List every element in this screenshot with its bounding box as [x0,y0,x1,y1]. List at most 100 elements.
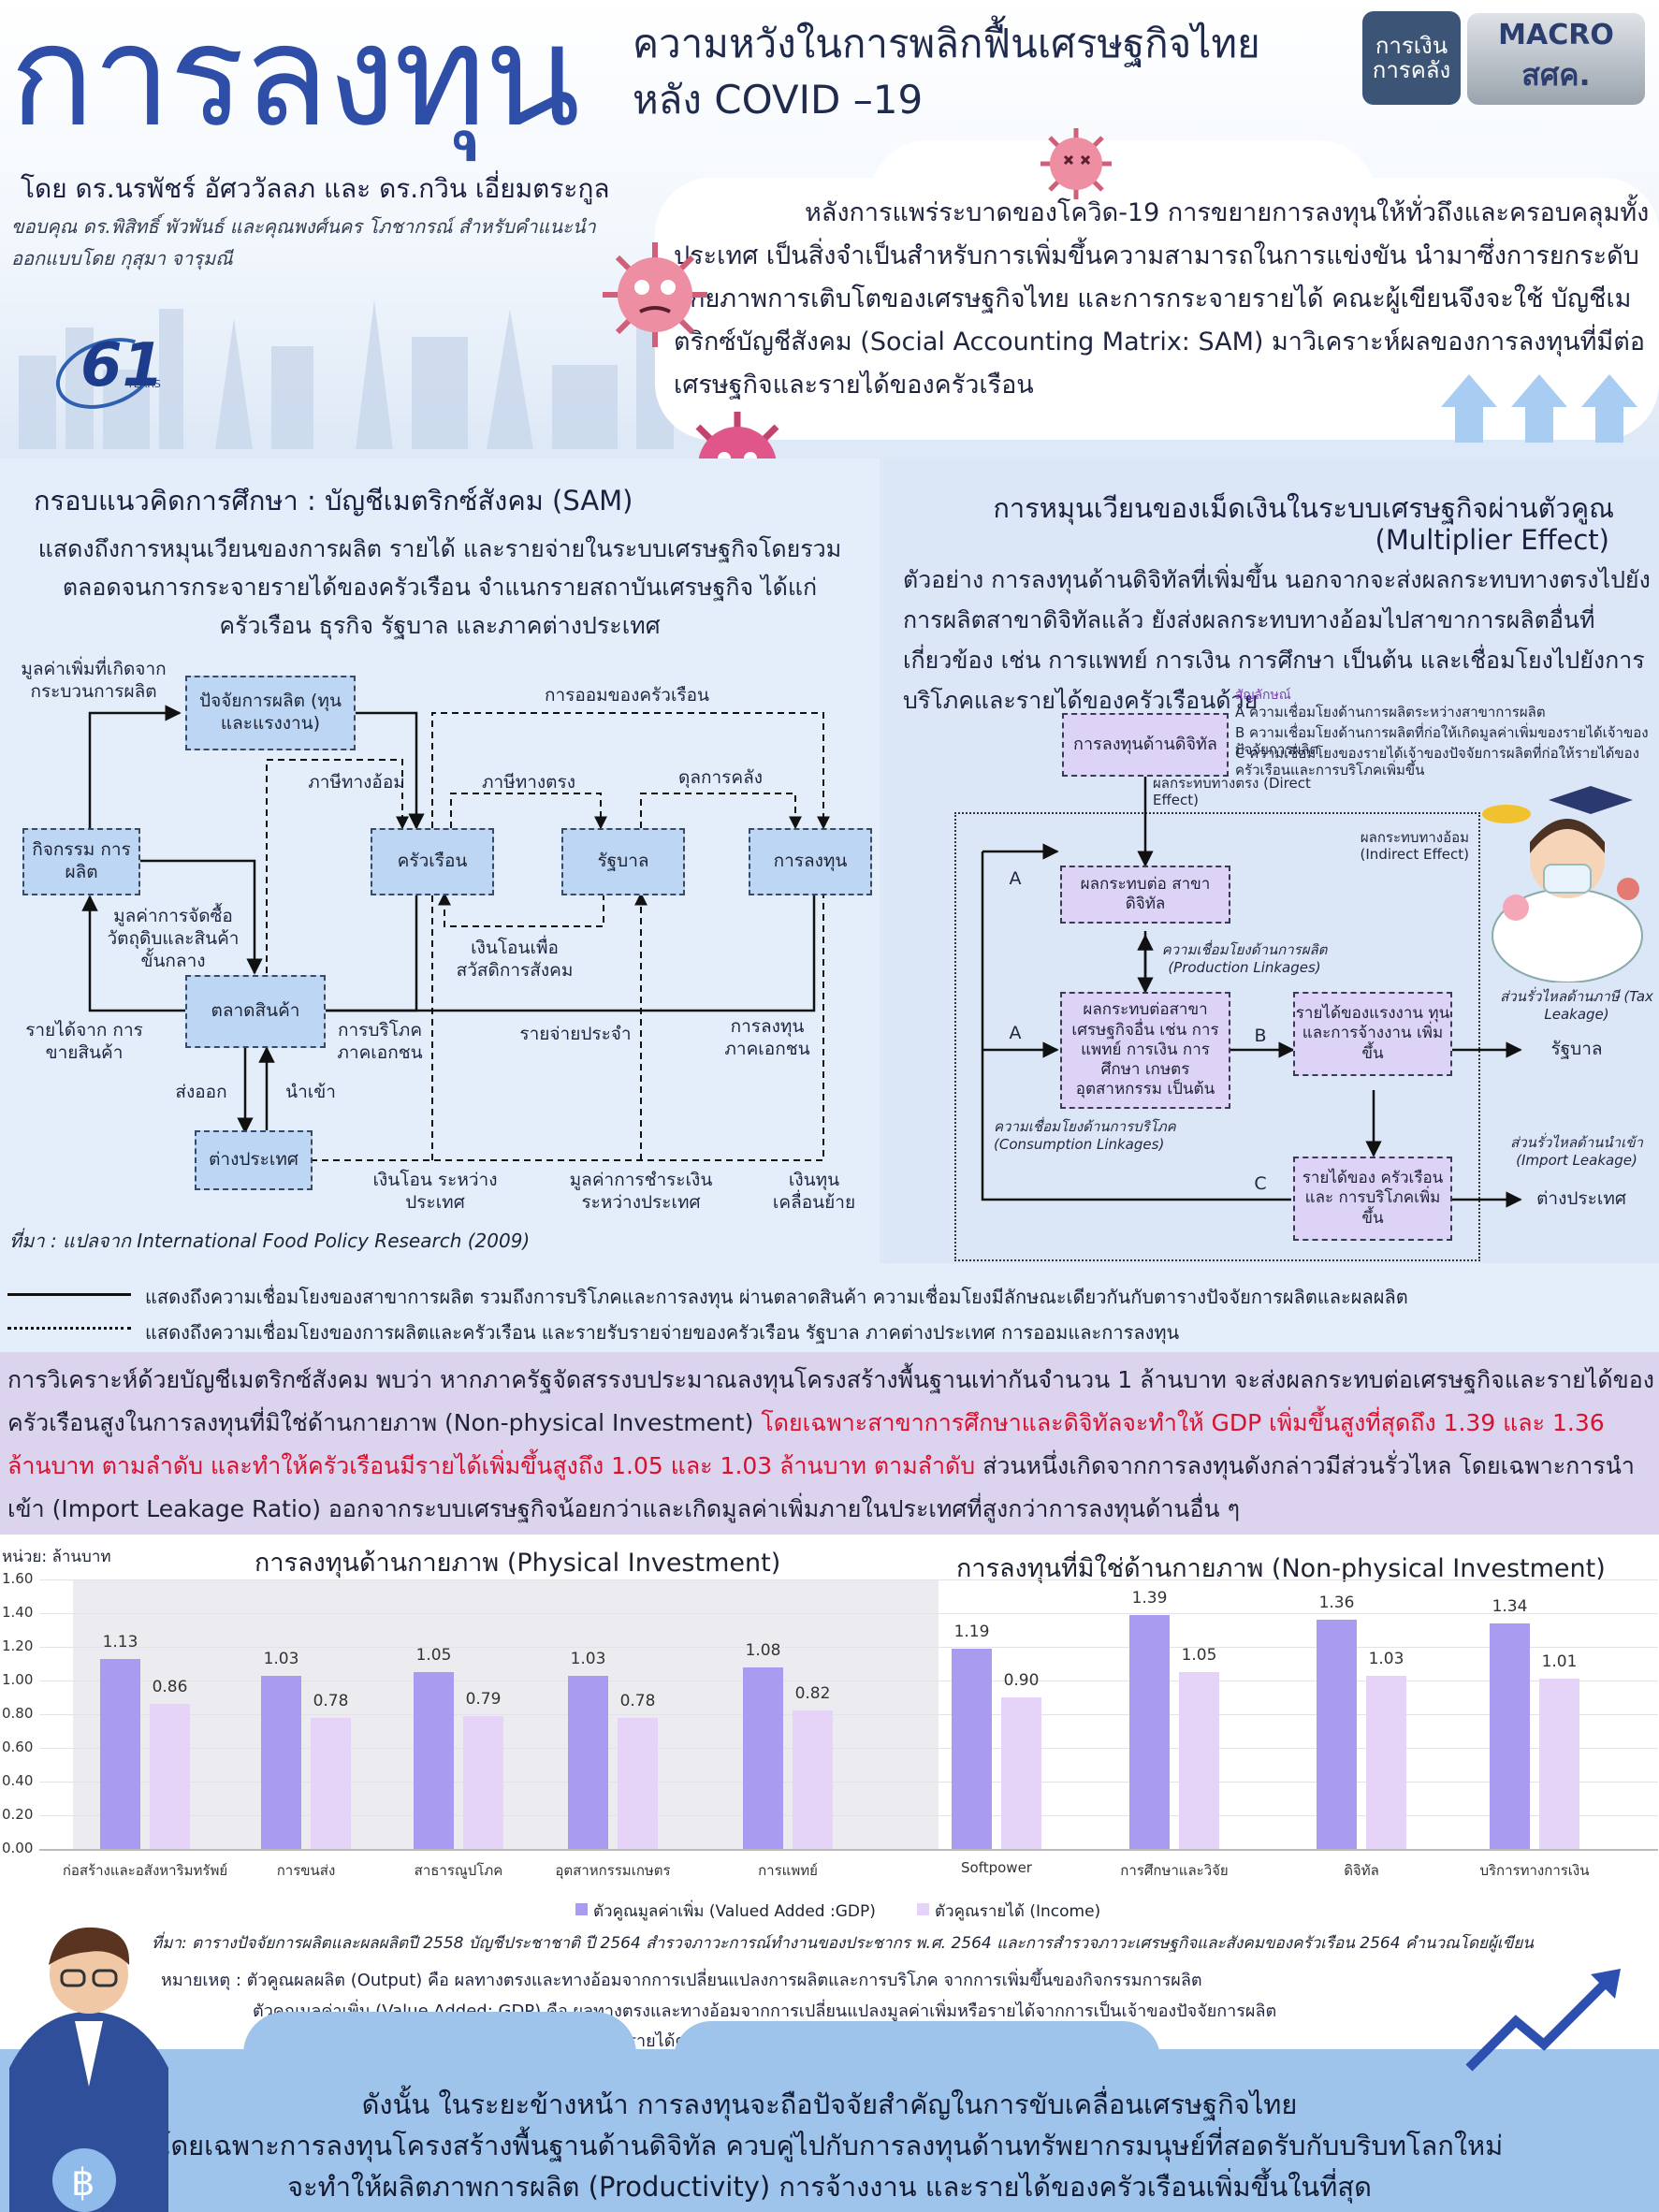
chart-title-physical: การลงทุนด้านกายภาพ (Physical Investment) [255,1549,781,1578]
mark-a-1: A [1009,868,1022,889]
conclusion-cloud-2 [674,2021,1160,2096]
designer-credit: ออกแบบโดย กุสุมา จารุมณี [11,247,233,269]
label-intermediate: มูลค่าการจัดซื้อ วัตถุดิบและสินค้า ขั้นก… [107,906,240,971]
conclusion-line-1: ดังนั้น ในระยะข้างหน้า การลงทุนจะถือปัจจ… [361,2088,1298,2120]
findings-band [0,1352,1659,1535]
legend-c: C ความเชื่อมโยงของรายได้เจ้าของปัจจัยการ… [1235,745,1639,779]
label-tax-leakage: ส่วนรั่วไหลด้านภาษี (Tax Leakage) [1500,988,1653,1023]
multiplier-title-2: (Multiplier Effect) [1375,524,1609,556]
mark-b: B [1254,1026,1267,1046]
legend-gdp: ตัวคูณมูลค่าเพิ่ม (Valued Added :GDP) [593,1902,876,1921]
macro-logo-top: MACRO [1498,19,1614,51]
conclusion-line-2: โดยเฉพาะการลงทุนโครงสร้างพื้นฐานด้านดิจิ… [155,2130,1504,2161]
sam-title: กรอบแนวคิดการศึกษา : บัญชีเมตริกซ์สังคม … [34,485,633,517]
label-direct-effect: ผลกระทบทางตรง (Direct Effect) [1153,775,1311,808]
legend-a: A ความเชื่อมโยงด้านการผลิตระหว่างสาขาการ… [1235,704,1546,720]
label-private-investment: การลงทุน ภาคเอกชน [724,1016,810,1059]
label-sales-income: รายได้จาก การขายสินค้า [25,1020,143,1063]
intro-cloud-top [870,140,1375,253]
label-current-expenditure: รายจ่ายประจำ [519,1024,632,1044]
solid-line-sample [7,1293,131,1296]
virus-small-icon [1041,128,1112,199]
legend-b: B ความเชื่อมโยงด้านการผลิตที่ก่อให้เกิดม… [1235,724,1649,758]
label-foreign: ต่างประเทศ [1536,1188,1626,1209]
conclusion-cloud-1 [243,2012,636,2096]
intro-text: หลังการแพร่ระบาดของโควิด-19 การขยายการลง… [674,198,1650,400]
label-capital-flow: เงินทุน เคลื่อนย้าย [772,1170,856,1213]
findings-highlight: โดยเฉพาะสาขาการศึกษาและดิจิทัลจะทำให้ GD… [7,1409,1605,1479]
virus-icon [603,242,707,347]
finance-logo: การเงิน การคลัง [1362,11,1461,105]
macro-logo: MACRO สศค. [1467,13,1645,105]
acknowledgement: ขอบคุณ ดร.พิสิทธิ์ พัวพันธ์ และคุณพงศ์นค… [11,215,596,238]
authors-byline: โดย ดร.นรพัชร์ อัศววัลลภ และ ดร.กวิน เอี… [21,173,610,204]
label-value-added: มูลค่าเพิ่มที่เกิดจาก กระบวนการผลิต [21,659,167,702]
label-production-linkages: ความเชื่อมโยงด้านการผลิต (Production Lin… [1161,941,1328,976]
sam-desc-1: แสดงถึงการหมุนเวียนของการผลิต รายได้ และ… [37,535,842,562]
growth-arrow-icon [1465,1969,1621,2072]
subtitle-line-1: ความหวังในการพลิกฟื้นเศรษฐกิจไทย [633,21,1260,66]
conclusion-line-3: จะทำให้ผลิตภาพการผลิต (Productivity) การ… [287,2171,1372,2203]
svg-text:฿: ฿ [71,2161,95,2205]
label-import-leakage: ส่วนรั่วไหลด้านนำเข้า (Import Leakage) [1510,1134,1643,1169]
label-consumption-linkages: ความเชื่อมโยงด้านการบริโภค (Consumption … [994,1118,1176,1153]
box-digital-sector: ผลกระทบต่อ สาขาดิจิทัล [1060,866,1230,924]
note-output: หมายเหตุ : ตัวคูณผลผลิต (Output) คือ ผลท… [161,1971,1202,1990]
box-labor-income: รายได้ของแรงงาน ทุน และการจ้างงาน เพิ่มข… [1293,992,1452,1076]
box-household-income: รายได้ของ ครัวเรือนและ การบริโภคเพิ่มขึ้… [1293,1157,1452,1241]
anniversary-number: 61 [80,331,165,400]
label-fiscal-balance: ดุลการคลัง [678,767,763,788]
anniversary-word: YEARS [127,378,161,390]
line-legend-band [0,1263,1659,1352]
legend-income: ตัวคูณรายได้ (Income) [935,1902,1101,1921]
businessman-illustration: ฿ [9,1927,168,2212]
label-direct-tax: ภาษีทางตรง [481,772,575,793]
solid-line-legend: แสดงถึงความเชื่อมโยงของสาขาการผลิต รวมถึ… [145,1286,1408,1308]
findings-text: การวิเคราะห์ด้วยบัญชีเมตริกซ์สังคม พบว่า… [7,1359,1654,1531]
sam-box-government: รัฐบาล [561,828,685,895]
sam-box-market: ตลาดสินค้า [185,975,326,1048]
sam-desc-3: ครัวเรือน ธุรกิจ รัฐบาล และภาคต่างประเทศ [219,612,661,639]
box-other-sectors: ผลกระทบต่อสาขา เศรษฐกิจอื่น เช่น การแพทย… [1060,992,1230,1109]
macro-logo-bottom: สศค. [1521,57,1591,93]
main-title: การลงทุน [9,0,580,158]
mark-a-2: A [1009,1023,1022,1043]
multiplier-title-1: การหมุนเวียนของเม็ดเงินในระบบเศรษฐกิจผ่า… [993,492,1614,524]
dotted-line-legend: แสดงถึงความเชื่อมโยงของการผลิตและครัวเรื… [145,1321,1180,1344]
anniversary-logo: 61 YEARS [46,325,167,422]
label-intl-transfer: เงินโอน ระหว่างประเทศ [372,1170,498,1213]
label-export: ส่งออก [175,1082,227,1102]
label-indirect-effect: ผลกระทบทางอ้อม (Indirect Effect) [1360,829,1469,863]
label-private-consumption: การบริโภค ภาคเอกชน [337,1020,423,1063]
label-welfare: เงินโอนเพื่อ สวัสดิการสังคม [456,938,574,981]
chart-title-nonphysical: การลงทุนที่มิใช่ด้านกายภาพ (Non-physical… [956,1554,1606,1583]
multiplier-flow-diagram [981,777,1522,1208]
chart-unit-label: หน่วย: ล้านบาท [2,1548,111,1566]
doctor-illustration [1482,786,1643,982]
subtitle-line-2: หลัง COVID –19 [633,77,924,123]
legend-title: สัญลักษณ์ [1235,688,1291,703]
label-indirect-tax: ภาษีทางอ้อม [308,772,405,793]
city-skyline-decoration [19,299,674,449]
physical-chart-background [73,1579,939,1849]
legend-swatch-gdp [575,1903,588,1915]
sam-source: ที่มา : แปลจาก International Food Policy… [9,1230,531,1252]
label-government: รัฐบาล [1550,1039,1603,1059]
sam-box-production: กิจกรรม การผลิต [22,828,140,895]
findings-part-1: การวิเคราะห์ด้วยบัญชีเมตริกซ์สังคม พบว่า… [7,1366,1654,1436]
multiplier-text: ตัวอย่าง การลงทุนด้านดิจิทัลที่เพิ่มขึ้น… [903,566,1651,714]
findings-part-3: ส่วนหนึ่งเกิดจากการลงทุนดังกล่าวมีส่วนรั… [7,1452,1635,1522]
sam-box-household: ครัวเรือน [371,828,494,895]
sam-desc-2: ตลอดจนการกระจายรายได้ของครัวเรือน จำแนกร… [62,574,818,601]
sam-box-factor: ปัจจัยการผลิต (ทุนและแรงงาน) [185,676,356,750]
label-household-saving: การออมของครัวเรือน [544,685,710,706]
multiplier-panel [884,458,1659,1282]
mark-c: C [1254,1173,1267,1194]
label-import: นำเข้า [285,1082,336,1102]
indirect-effect-frame [954,812,1480,1261]
sam-box-foreign: ต่างประเทศ [195,1130,313,1190]
legend-swatch-income [917,1903,929,1915]
growth-arrows-icon [1441,374,1637,443]
label-intl-payment: มูลค่าการชำระเงิน ระหว่างประเทศ [569,1170,713,1213]
chart-source: ที่มา: ตารางปัจจัยการผลิตและผลผลิตปี 255… [152,1934,1534,1953]
